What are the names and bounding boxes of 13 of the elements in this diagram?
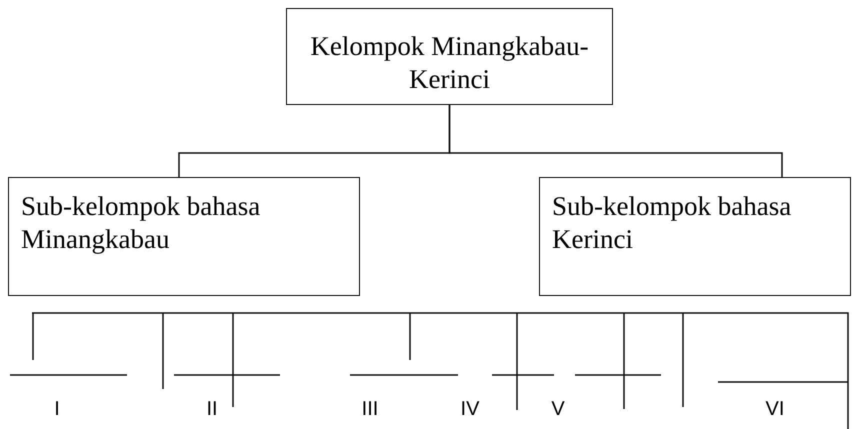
group-box: [539, 177, 851, 296]
box-text: Sub-kelompok bahasa Minangkabau: [21, 190, 262, 256]
roman-numeral: IV: [460, 398, 480, 420]
connector-line: [448, 105, 783, 177]
box-text: Sub-kelompok bahasa Kerinci: [552, 190, 792, 256]
roman-numeral: I: [54, 398, 60, 420]
group-box: [8, 177, 360, 296]
roman-numeral: II: [206, 398, 218, 420]
group-box: [286, 8, 613, 105]
box-text: Kelompok Minangkabau-Kerinci: [309, 30, 590, 96]
roman-numeral: III: [362, 398, 378, 420]
roman-numeral: V: [551, 398, 565, 420]
roman-numeral: VI: [766, 398, 784, 420]
